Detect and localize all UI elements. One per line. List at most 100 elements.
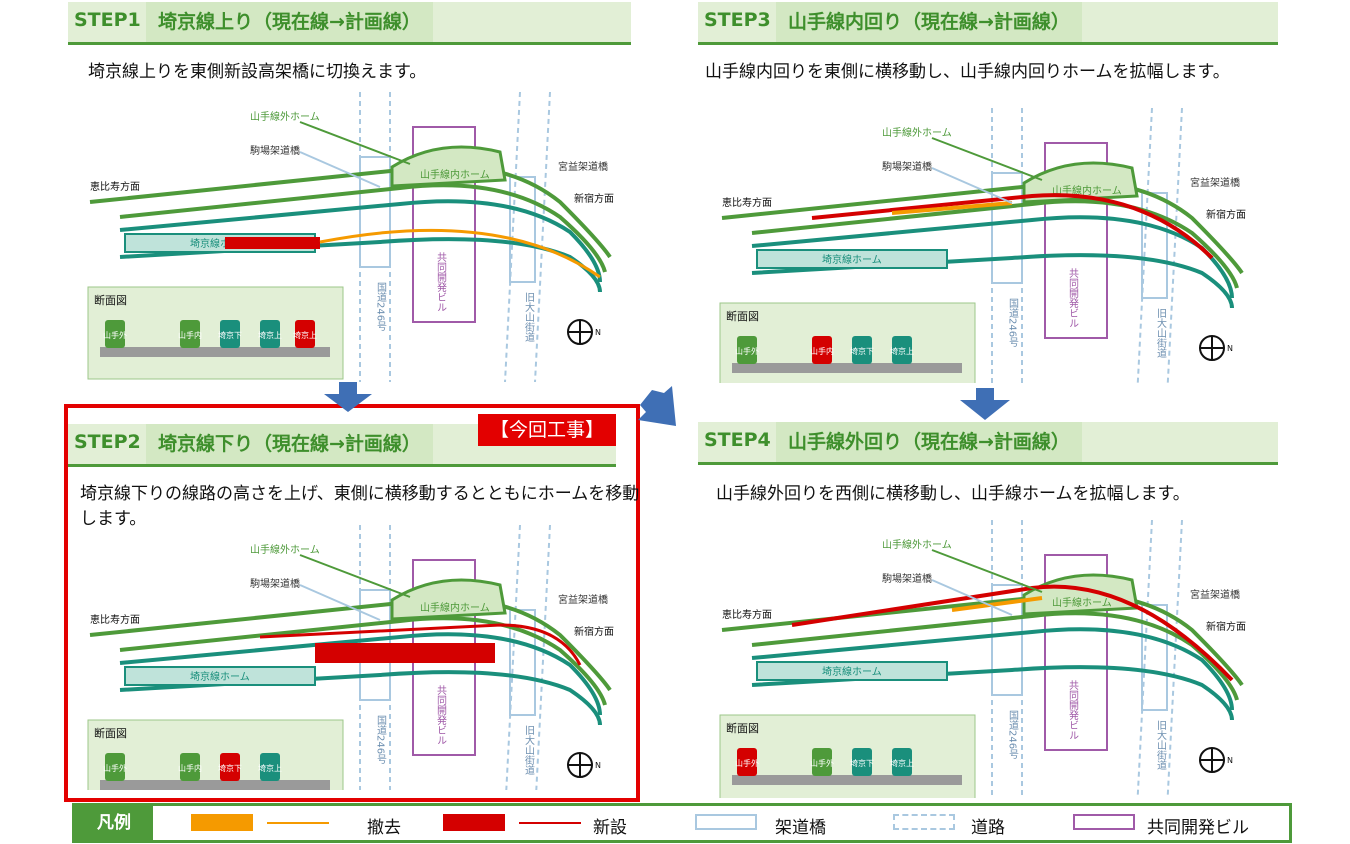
north-label: N: [595, 761, 601, 770]
section-deck: [100, 347, 330, 357]
legend-removal-swatch: [191, 814, 253, 831]
section-train: [892, 748, 912, 776]
section-train-label: 埼京下: [850, 758, 874, 768]
komaba-bridge-shape: [359, 156, 391, 268]
leader-line: [299, 151, 381, 188]
step2-label: STEP2: [74, 431, 141, 453]
saikyo-track: [751, 215, 1234, 299]
komaba-bridge-label: 駒場架道橋: [250, 144, 300, 157]
step2-title: 埼京線下り（現在線→計画線）: [146, 424, 433, 464]
section-train-label: 山手外: [735, 346, 759, 356]
section-label: 断面図: [726, 309, 759, 323]
ebisu-label: 恵比寿方面: [722, 196, 772, 209]
yamanote-inner-track: [119, 183, 607, 273]
arrow-step1-to-step2: [324, 382, 372, 412]
section-train: [260, 753, 280, 781]
section-train: [220, 320, 240, 348]
route246-label: 国道246号: [1007, 298, 1019, 348]
section-train-label: 山手外: [810, 758, 834, 768]
step1-label: STEP1: [74, 9, 141, 31]
saikyo-track: [751, 627, 1234, 711]
shinjuku-label: 新宿方面: [1206, 208, 1246, 221]
step4-desc: 山手線外回りを西側に横移動し、山手線ホームを拡幅します。: [716, 484, 1190, 504]
new-structure: [225, 237, 320, 249]
step3-map: 共同開発ビル国道246号旧大山街道山手線内ホーム埼京線ホーム山手線外ホーム駒場架…: [719, 108, 1246, 383]
road-line: [535, 525, 551, 790]
section-train: [180, 320, 200, 348]
step3-title: 山手線内回り（現在線→計画線）: [776, 2, 1082, 42]
leader-line: [931, 167, 1013, 204]
section-train-label: 埼京上: [258, 763, 282, 773]
leader-line: [931, 137, 1043, 181]
section-deck: [732, 775, 962, 785]
section-train: [737, 748, 757, 776]
miyamasu-bridge-label: 宮益架道橋: [558, 160, 608, 173]
yamanote-platform: [1022, 161, 1139, 204]
section-train: [180, 753, 200, 781]
section-train: [220, 753, 240, 781]
step1-title: 埼京線上り（現在線→計画線）: [146, 2, 433, 42]
yamanote-inner-track: [751, 199, 1239, 289]
old-oyama-label: 旧大山街道: [1155, 720, 1167, 770]
yamanote-platform-label: 山手線ホーム: [1052, 596, 1112, 609]
leader-line: [299, 584, 381, 621]
section-train: [812, 336, 832, 364]
yamanote-inner-track: [119, 616, 607, 706]
komaba-bridge-label: 駒場架道橋: [882, 160, 932, 173]
section-train: [105, 320, 125, 348]
road-line: [504, 92, 521, 382]
kyodo-building-shape: [1044, 554, 1108, 751]
legend-removal-label: 撤去: [367, 818, 401, 838]
route246-label: 国道246号: [1007, 710, 1019, 760]
section-train: [812, 748, 832, 776]
shinjuku-label: 新宿方面: [574, 192, 614, 205]
leader-line: [931, 549, 1043, 593]
kyodo-building-label: 共同開発ビル: [1067, 680, 1079, 740]
yamanote-outer-home-label: 山手線外ホーム: [882, 538, 952, 551]
section-train-label: 埼京下: [218, 330, 242, 340]
legend-road-label: 道路: [971, 818, 1005, 838]
north-label: N: [1227, 756, 1233, 765]
step1-desc: 埼京線上りを東側新設高架橋に切換えます。: [88, 62, 427, 82]
step1-map: 共同開発ビル国道246号旧大山街道山手線内ホーム埼京線ホーム山手線外ホーム駒場架…: [87, 92, 614, 382]
legend: 凡例 撤去 新設 架道橋 道路 共同開発ビル: [72, 803, 1292, 843]
route246-label: 国道246号: [375, 715, 387, 765]
removal-track: [891, 201, 1013, 215]
road-line: [1136, 108, 1153, 383]
section-train-label: 埼京上: [890, 346, 914, 356]
legend-bridge-label: 架道橋: [775, 818, 826, 838]
step3-desc: 山手線内回りを東側に横移動し、山手線内回りホームを拡幅します。: [705, 62, 1230, 82]
section-train: [737, 336, 757, 364]
road-line: [505, 525, 521, 790]
miyamasu-bridge-shape: [1141, 604, 1168, 711]
new-track: [811, 193, 1214, 260]
shinjuku-label: 新宿方面: [574, 625, 614, 638]
section-train-label: 埼京下: [850, 346, 874, 356]
miyamasu-bridge-label: 宮益架道橋: [1190, 176, 1240, 189]
current-work-badge: 【今回工事】: [478, 414, 616, 446]
step4-label: STEP4: [704, 429, 771, 451]
legend-new-swatch: [443, 814, 505, 831]
yamanote-platform-label: 山手線内ホーム: [420, 601, 490, 614]
old-oyama-label: 旧大山街道: [523, 292, 535, 342]
legend-building-label: 共同開発ビル: [1147, 818, 1249, 838]
step4-title: 山手線外回り（現在線→計画線）: [776, 422, 1082, 462]
removal-track: [951, 596, 1043, 612]
section-train: [892, 336, 912, 364]
step3-label: STEP3: [704, 9, 771, 31]
kyodo-building-shape: [1044, 142, 1108, 339]
saikyo-down-track: [751, 253, 1234, 309]
miyamasu-bridge-shape: [509, 176, 536, 283]
north-label: N: [595, 328, 601, 337]
saikyo-platform: [756, 249, 948, 269]
step2-map: 共同開発ビル国道246号旧大山街道山手線内ホーム埼京線ホーム山手線外ホーム駒場架…: [87, 525, 614, 790]
section-train: [852, 336, 872, 364]
section-train-label: 埼京上: [293, 330, 317, 340]
saikyo-platform: [124, 666, 316, 686]
komaba-bridge-shape: [991, 584, 1023, 696]
section-box: [87, 719, 344, 790]
ebisu-label: 恵比寿方面: [722, 608, 772, 621]
kyodo-building-shape: [412, 126, 476, 323]
north-label: N: [1227, 344, 1233, 353]
yamanote-outer-home-label: 山手線外ホーム: [250, 543, 320, 556]
